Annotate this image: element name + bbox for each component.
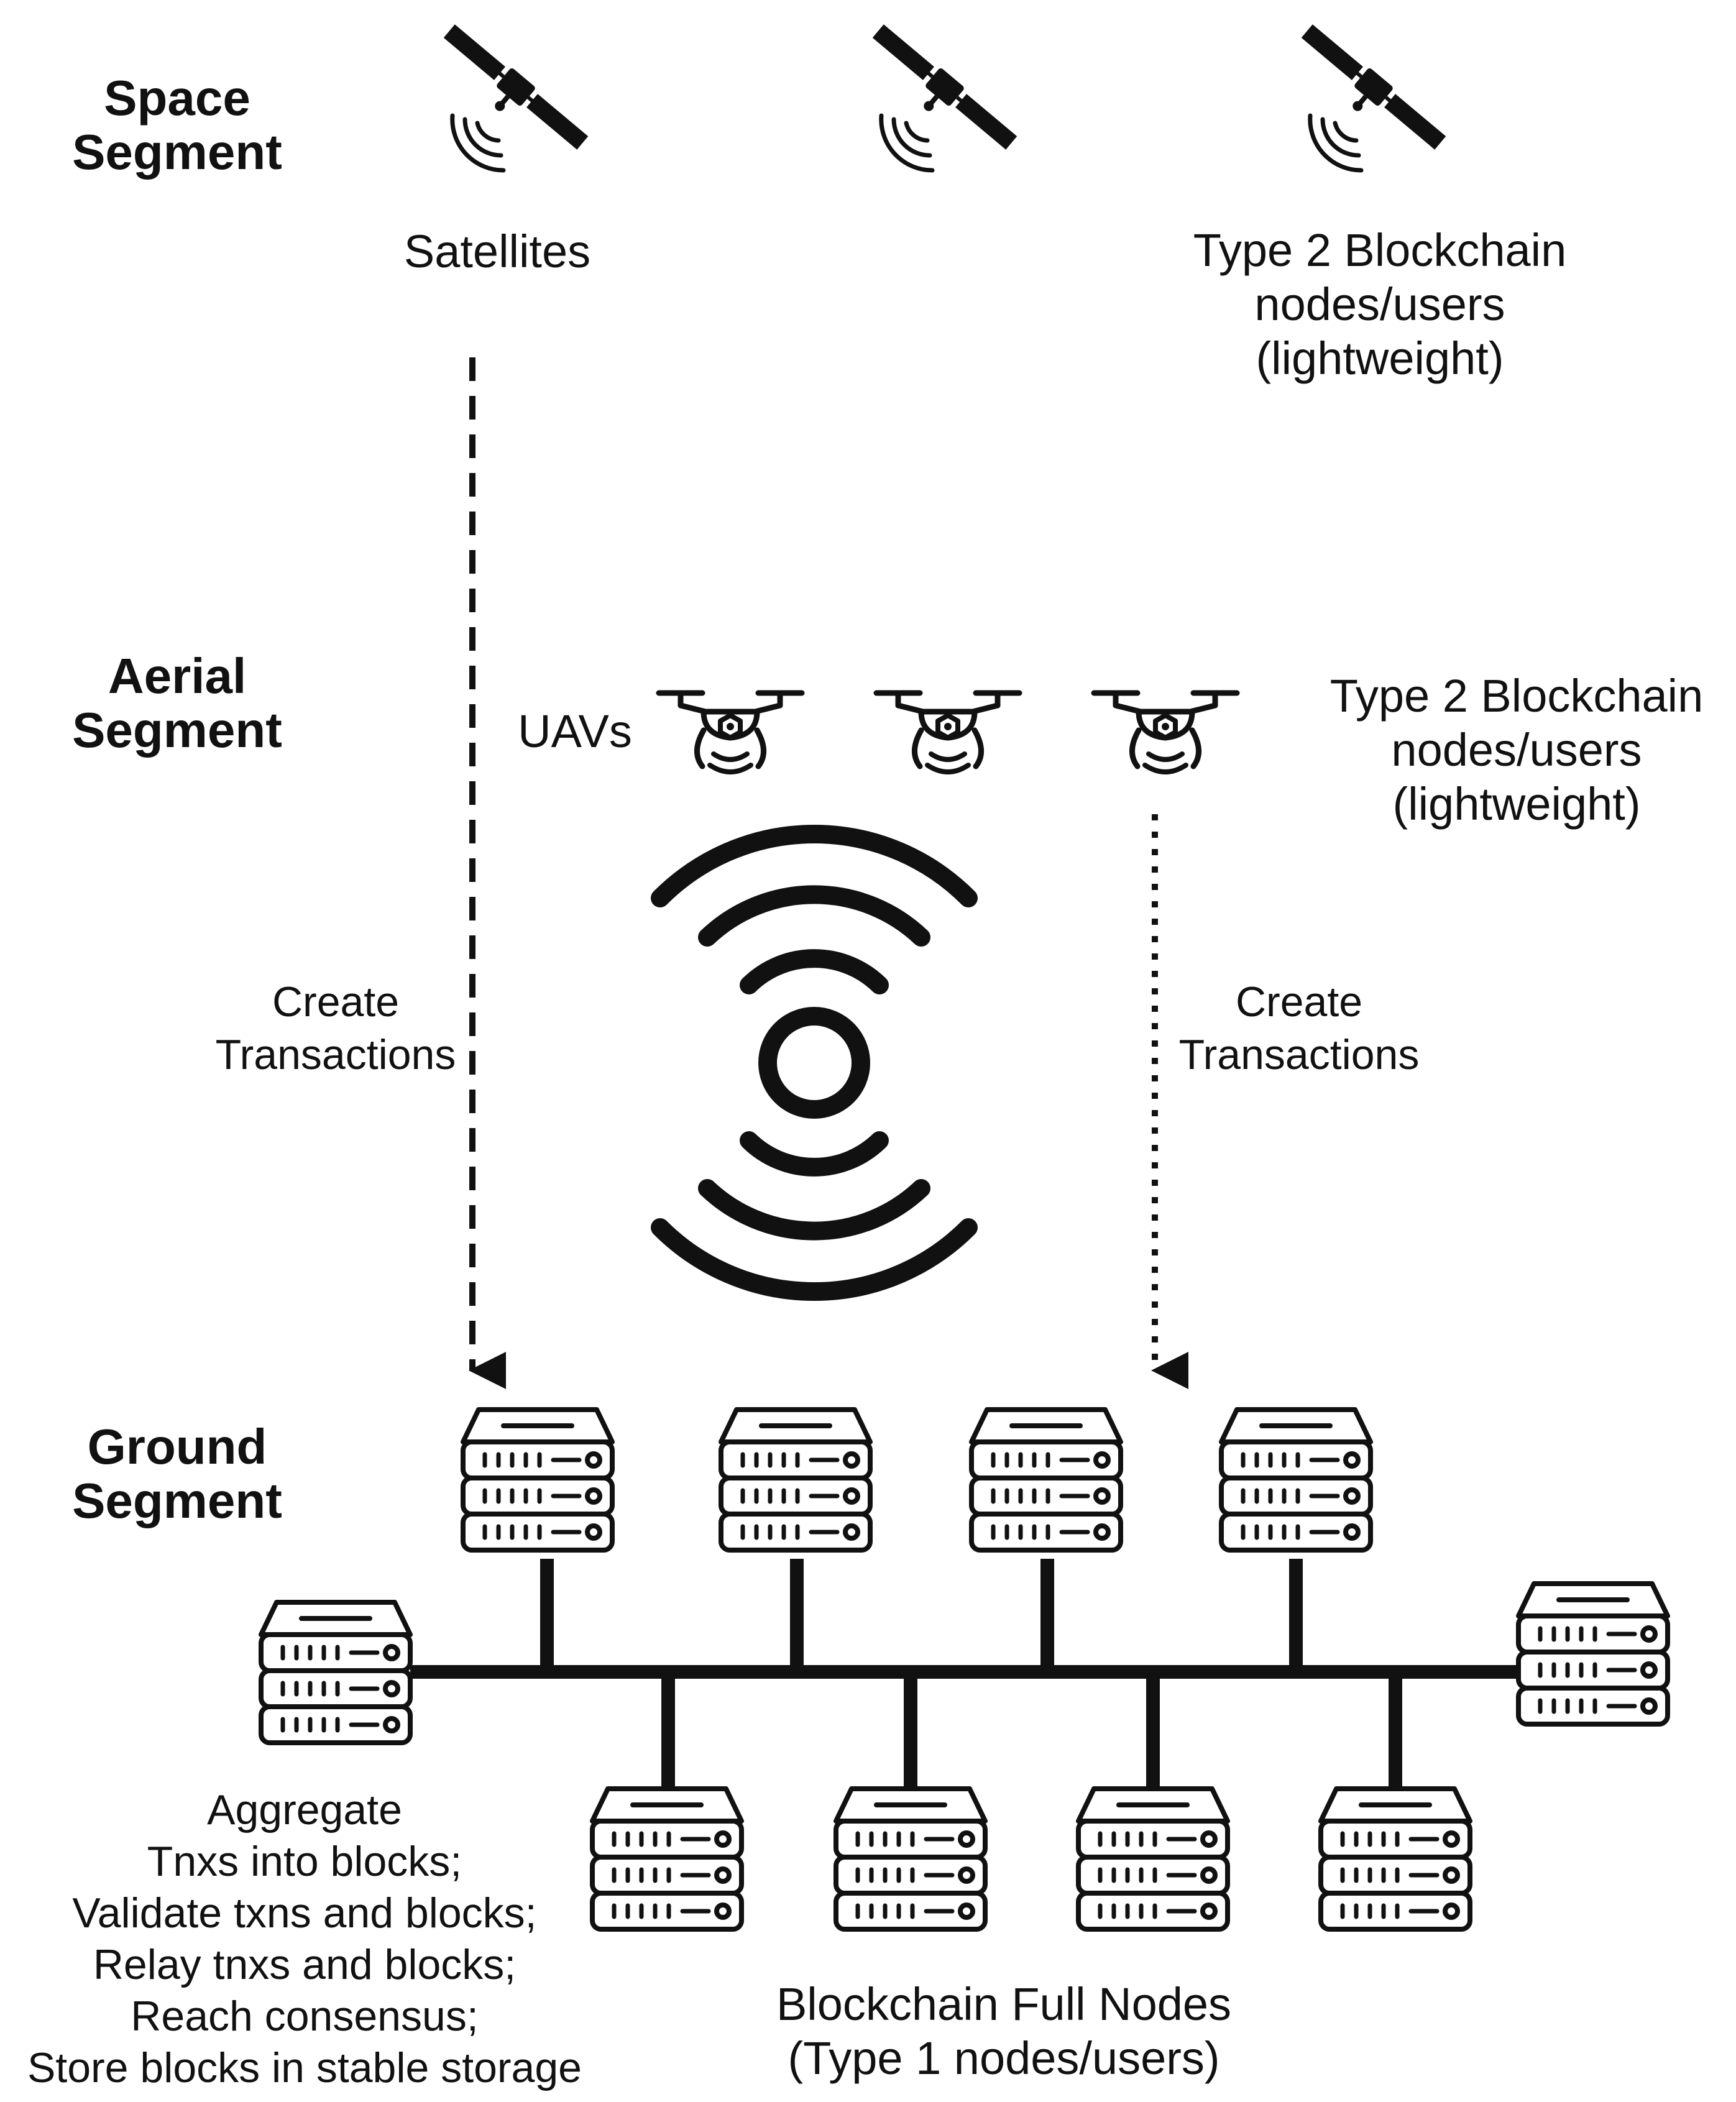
server-icon [463, 1410, 612, 1550]
space-segment-line2: Segment [72, 124, 282, 180]
aerial-type2-line2: nodes/users [1391, 724, 1642, 776]
server-icon [1078, 1789, 1228, 1929]
ground-segment-line2: Segment [72, 1473, 282, 1528]
server-icon [592, 1789, 742, 1929]
space-type2-label: Type 2 Blockchain nodes/users (lightweig… [1193, 224, 1567, 384]
full-nodes-line2: (Type 1 nodes/users) [788, 2032, 1219, 2084]
server-icon [1518, 1584, 1668, 1724]
task-line: Tnxs into blocks; [147, 1838, 462, 1885]
satellite-icon [859, 22, 1019, 170]
drone-icon [1094, 693, 1237, 772]
task-line: Relay tnxs and blocks; [93, 1941, 516, 1988]
right-arrow-line1: Create [1236, 978, 1362, 1026]
satellite-icon [430, 22, 590, 170]
uavs-label: UAVs [518, 705, 632, 757]
tasks-list: Aggregate Tnxs into blocks; Validate txn… [27, 1786, 582, 2091]
space-segment-label: Space Segment [72, 70, 282, 180]
aerial-segment-label: Aerial Segment [72, 648, 282, 758]
server-icon [971, 1410, 1121, 1550]
task-line: Validate txns and blocks; [72, 1889, 536, 1937]
space-segment-line1: Space [104, 70, 250, 126]
space-type2-line3: (lightweight) [1256, 333, 1504, 384]
aerial-segment-line2: Segment [72, 702, 282, 758]
space-type2-line2: nodes/users [1254, 278, 1505, 330]
task-line: Aggregate [207, 1786, 402, 1834]
left-arrow-line2: Transactions [216, 1031, 456, 1078]
full-nodes-label: Blockchain Full Nodes (Type 1 nodes/user… [776, 1978, 1231, 2084]
server-icon [261, 1602, 410, 1743]
satellite-icon [1288, 22, 1448, 170]
satellites-label: Satellites [404, 226, 590, 277]
task-line: Store blocks in stable storage [27, 2044, 582, 2091]
server-icon [1221, 1410, 1371, 1550]
aerial-segment-line1: Aerial [108, 648, 246, 704]
aerial-type2-line1: Type 2 Blockchain [1330, 670, 1704, 722]
ground-segment-line1: Ground [88, 1419, 267, 1474]
left-arrow-label: Create Transactions [216, 978, 456, 1078]
space-type2-line1: Type 2 Blockchain [1193, 224, 1567, 276]
left-arrow-line1: Create [272, 978, 399, 1026]
aerial-type2-label: Type 2 Blockchain nodes/users (lightweig… [1330, 670, 1704, 830]
server-icon [1321, 1789, 1470, 1929]
drone-icon [876, 693, 1019, 772]
full-nodes-line1: Blockchain Full Nodes [776, 1978, 1231, 2030]
drone-icon [659, 693, 802, 772]
right-arrow-line2: Transactions [1179, 1031, 1420, 1078]
task-line: Reach consensus; [131, 1993, 478, 2040]
wireless-signal-icon [651, 824, 978, 1301]
right-arrow-label: Create Transactions [1179, 978, 1420, 1078]
ground-segment-label: Ground Segment [72, 1419, 282, 1528]
network-bus [410, 1559, 1517, 1787]
server-icon [836, 1789, 985, 1929]
aerial-type2-line3: (lightweight) [1393, 778, 1641, 830]
server-icon [721, 1410, 870, 1550]
